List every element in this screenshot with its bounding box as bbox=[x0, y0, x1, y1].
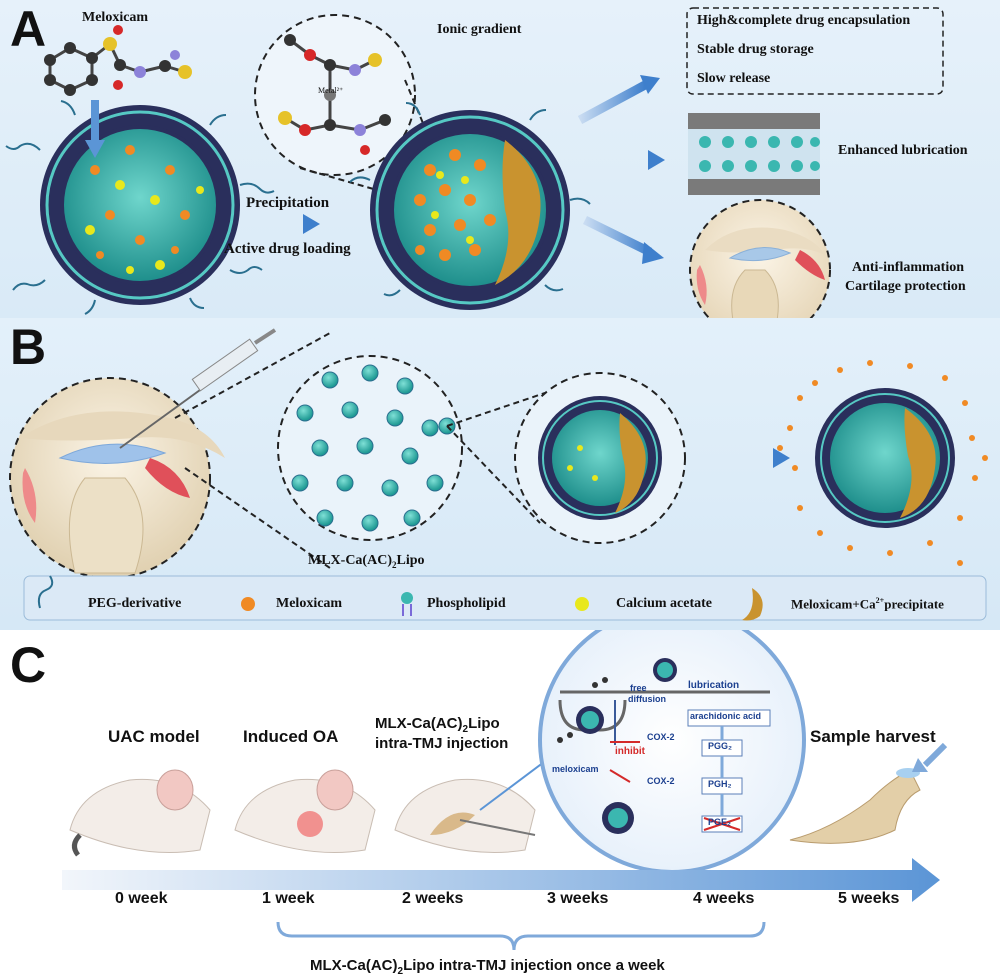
liposome-label: MLX-Ca(AC)2Lipo bbox=[308, 553, 425, 570]
panel-letter-b: B bbox=[10, 319, 47, 375]
liposome-label-part-1: MLX-Ca(AC) bbox=[308, 553, 392, 568]
legend-bar bbox=[23, 575, 987, 621]
stage-injection-sub: 2 bbox=[462, 724, 469, 735]
inset-pgg2-label: PGG₂ bbox=[708, 741, 733, 751]
week-2: 2 weeks bbox=[402, 890, 464, 907]
week-4: 4 weeks bbox=[693, 890, 755, 907]
phospholipid-icon bbox=[401, 592, 413, 616]
inset-inhibit-label: inhibit bbox=[615, 746, 645, 757]
legend-precipitate-label: Meloxicam+Ca2+precipitate bbox=[791, 596, 944, 612]
stage-injection-part-2: Lipo bbox=[468, 715, 500, 732]
panel-c-graphics bbox=[62, 630, 948, 951]
legend-phospholipid-label: Phospholipid bbox=[427, 596, 506, 611]
joint-zoom-a bbox=[689, 199, 831, 318]
stage-oa-label: Induced OA bbox=[243, 727, 339, 746]
panel-letter-a: A bbox=[10, 1, 47, 57]
bottom-caption-part-1: MLX-Ca(AC) bbox=[310, 957, 398, 974]
liposome-empty bbox=[5, 100, 275, 315]
panel-b-graphics bbox=[9, 328, 988, 621]
bottom-caption: MLX-Ca(AC)2Lipo intra-TMJ injection once… bbox=[310, 957, 665, 977]
legend-calcium-label: Calcium acetate bbox=[616, 596, 713, 611]
property-storage: Stable drug storage bbox=[697, 42, 814, 57]
calcium-acetate-icon bbox=[575, 597, 589, 611]
inset-lubrication-label: lubrication bbox=[688, 680, 740, 691]
property-slow-release: Slow release bbox=[697, 71, 771, 86]
mechanism-inset bbox=[538, 630, 806, 874]
mouse-uac bbox=[69, 769, 211, 857]
inset-arachidonic-label: arachidonic acid bbox=[690, 711, 762, 721]
bottom-caption-part-2: Lipo intra-TMJ injection once a week bbox=[403, 957, 665, 974]
metal-label: Metal²⁺ bbox=[318, 86, 344, 95]
ionic-gradient-zoom bbox=[254, 14, 416, 176]
joint-injection-zoom bbox=[9, 377, 225, 579]
stage-uac-label: UAC model bbox=[108, 727, 200, 746]
inset-meloxicam-label: meloxicam bbox=[552, 764, 599, 774]
precipitate-icon bbox=[742, 588, 763, 621]
legend-precipitate-sup: 2+ bbox=[875, 596, 885, 605]
stage-injection-label: MLX-Ca(AC)2Lipo intra-TMJ injection bbox=[375, 715, 508, 752]
panel-a-graphics bbox=[5, 7, 944, 318]
lubrication-label: Enhanced lubrication bbox=[838, 143, 968, 158]
inset-diffusion-label: diffusion bbox=[628, 694, 666, 704]
mandible-harvest bbox=[789, 742, 948, 844]
week-5: 5 weeks bbox=[838, 890, 900, 907]
legend-precipitate-part-2: precipitate bbox=[884, 596, 944, 612]
inset-cox2-bottom-label: COX-2 bbox=[647, 776, 675, 786]
inset-pgh2-label: PGH₂ bbox=[708, 779, 732, 789]
inset-pge2-label: PGE₂ bbox=[708, 817, 732, 827]
cartilage-label: Cartilage protection bbox=[845, 279, 966, 294]
panel-c: C UAC model Induced OA MLX-Ca(AC)2Lipo i… bbox=[0, 630, 1000, 978]
panel-b: B MLX-Ca(AC)2Lipo PEG-derivative Meloxic… bbox=[0, 318, 1000, 630]
liposome-zoom bbox=[514, 372, 686, 544]
syringe bbox=[119, 328, 277, 449]
stage-harvest-label: Sample harvest bbox=[810, 727, 936, 746]
lubrication-plates bbox=[688, 113, 820, 195]
legend-peg-label: PEG-derivative bbox=[88, 596, 182, 611]
inset-cox2-top-label: COX-2 bbox=[647, 732, 675, 742]
liposome-label-sub: 2 bbox=[391, 559, 397, 570]
meloxicam-label: Meloxicam bbox=[82, 10, 149, 25]
property-encapsulation: High&complete drug encapsulation bbox=[697, 13, 911, 28]
mouse-injection bbox=[394, 778, 536, 853]
mouse-oa bbox=[234, 769, 376, 853]
nanoparticle-zoom bbox=[277, 355, 463, 541]
liposome-releasing bbox=[777, 360, 988, 566]
liposome-loaded bbox=[349, 102, 591, 310]
week-1: 1 week bbox=[262, 890, 315, 907]
stage-injection-line-2: intra-TMJ injection bbox=[375, 735, 509, 752]
bottom-caption-sub: 2 bbox=[397, 966, 404, 977]
inset-free-label: free bbox=[630, 683, 647, 693]
panel-letter-c: C bbox=[10, 637, 47, 693]
peg-derivative-icon bbox=[37, 575, 54, 609]
liposome-label-part-2: Lipo bbox=[396, 553, 425, 568]
week-0: 0 week bbox=[115, 890, 168, 907]
properties-box bbox=[686, 7, 944, 95]
stage-injection-part-1: MLX-Ca(AC) bbox=[375, 715, 463, 732]
ionic-gradient-label: Ionic gradient bbox=[437, 22, 522, 37]
active-loading-label: Active drug loading bbox=[224, 241, 351, 257]
legend-meloxicam-label: Meloxicam bbox=[276, 596, 343, 611]
output-arrows bbox=[577, 75, 665, 264]
legend-precipitate-part-1: Meloxicam+Ca bbox=[791, 596, 876, 612]
injection-brace bbox=[276, 921, 766, 951]
meloxicam-icon bbox=[241, 597, 255, 611]
panel-a: A Meloxicam Ionic gradient Metal²⁺ Preci… bbox=[0, 0, 1000, 318]
week-3: 3 weeks bbox=[547, 890, 609, 907]
anti-inflammation-label: Anti-inflammation bbox=[852, 260, 964, 275]
timeline-arrow bbox=[62, 858, 940, 902]
meloxicam-molecule bbox=[44, 25, 192, 96]
precipitation-label: Precipitation bbox=[246, 195, 330, 211]
